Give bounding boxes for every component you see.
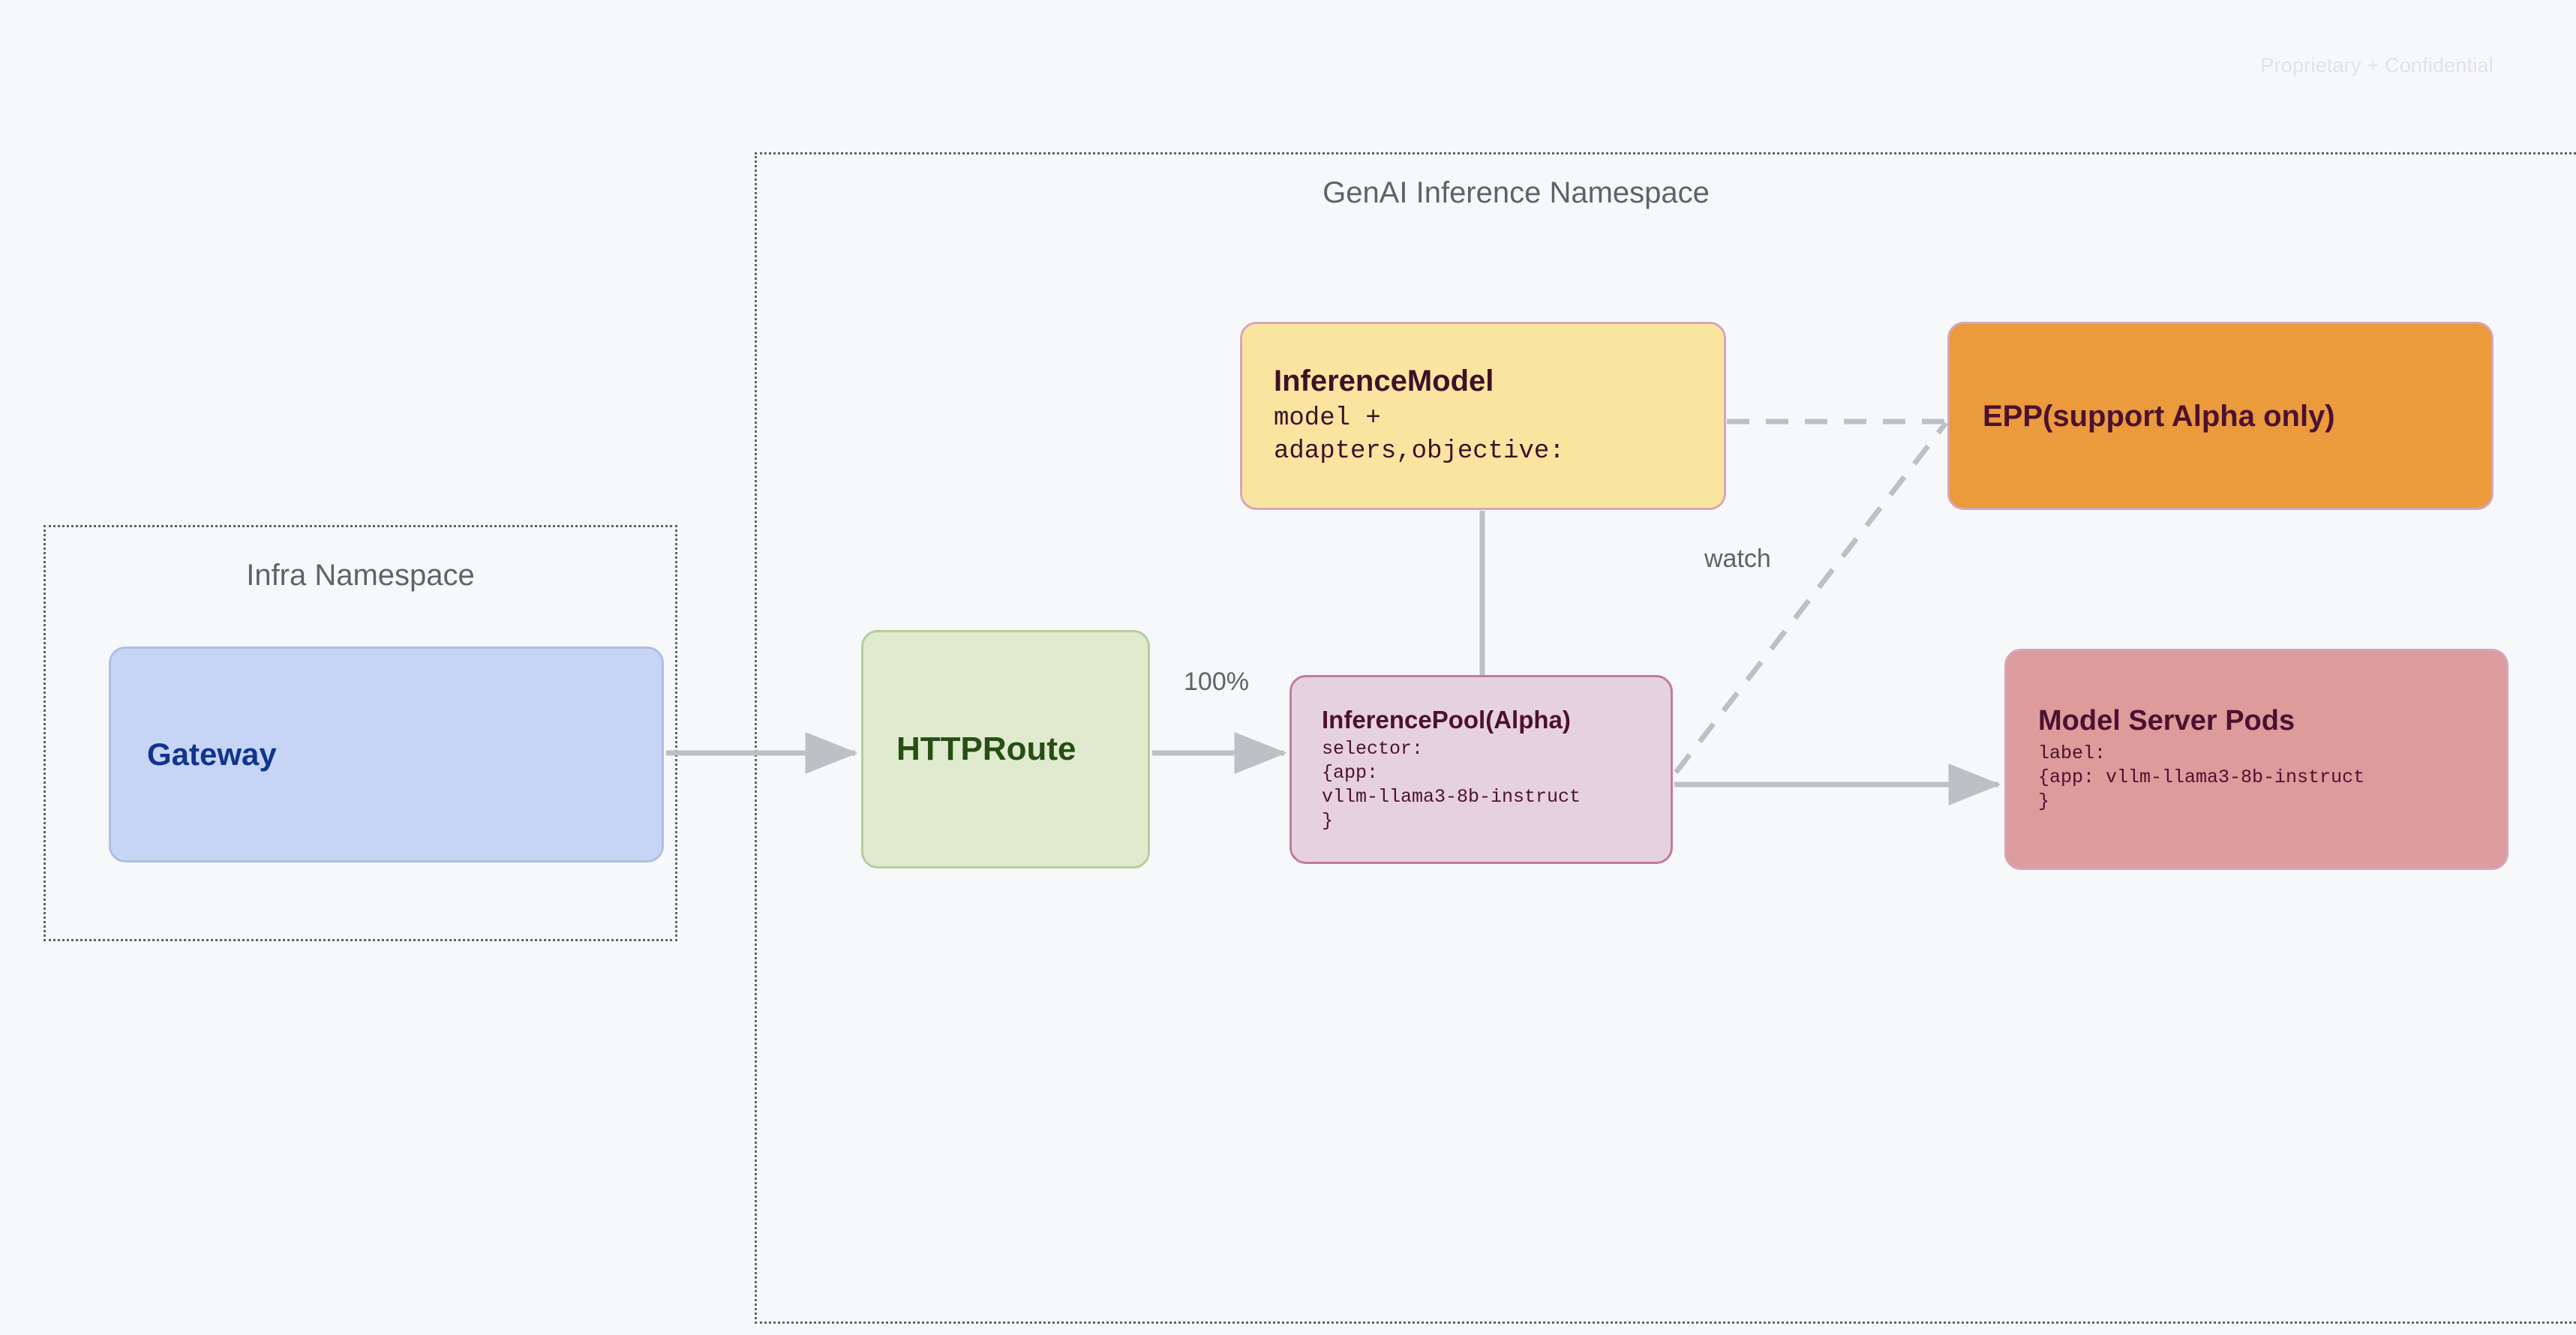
httproute-title: HTTPRoute [896, 730, 1076, 767]
infra-namespace-boundary [44, 525, 677, 941]
edge-label-traffic-weight: 100% [1184, 668, 1249, 696]
model-server-pods-title: Model Server Pods [2038, 704, 2295, 736]
node-epp[interactable]: EPP(support Alpha only) [1947, 322, 2493, 510]
inferencemodel-body: model + adapters,objective: [1274, 404, 1565, 466]
gateway-title: Gateway [147, 736, 277, 772]
edge-label-watch: watch [1704, 544, 1771, 573]
confidentiality-watermark: Proprietary + Confidential [2260, 54, 2493, 76]
inferencemodel-title: InferenceModel [1274, 364, 1494, 398]
node-inferencepool[interactable]: InferencePool(Alpha) selector: {app: vll… [1290, 675, 1673, 864]
node-model-server-pods[interactable]: Model Server Pods label: {app: vllm-llam… [2004, 649, 2508, 870]
inferencepool-body: selector: {app: vllm-llama3-8b-instruct … [1322, 737, 1581, 832]
infra-namespace-title: Infra Namespace [246, 559, 475, 592]
genai-inference-namespace-boundary [755, 152, 2576, 1324]
node-gateway[interactable]: Gateway [109, 646, 664, 862]
inferencepool-title: InferencePool(Alpha) [1322, 706, 1571, 734]
node-httproute[interactable]: HTTPRoute [861, 630, 1150, 868]
node-inferencemodel[interactable]: InferenceModel model + adapters,objectiv… [1240, 322, 1726, 510]
epp-title: EPP(support Alpha only) [1983, 399, 2335, 433]
model-server-pods-body: label: {app: vllm-llama3-8b-instruct } [2038, 742, 2365, 813]
genai-inference-namespace-title: GenAI Inference Namespace [1323, 176, 1710, 209]
